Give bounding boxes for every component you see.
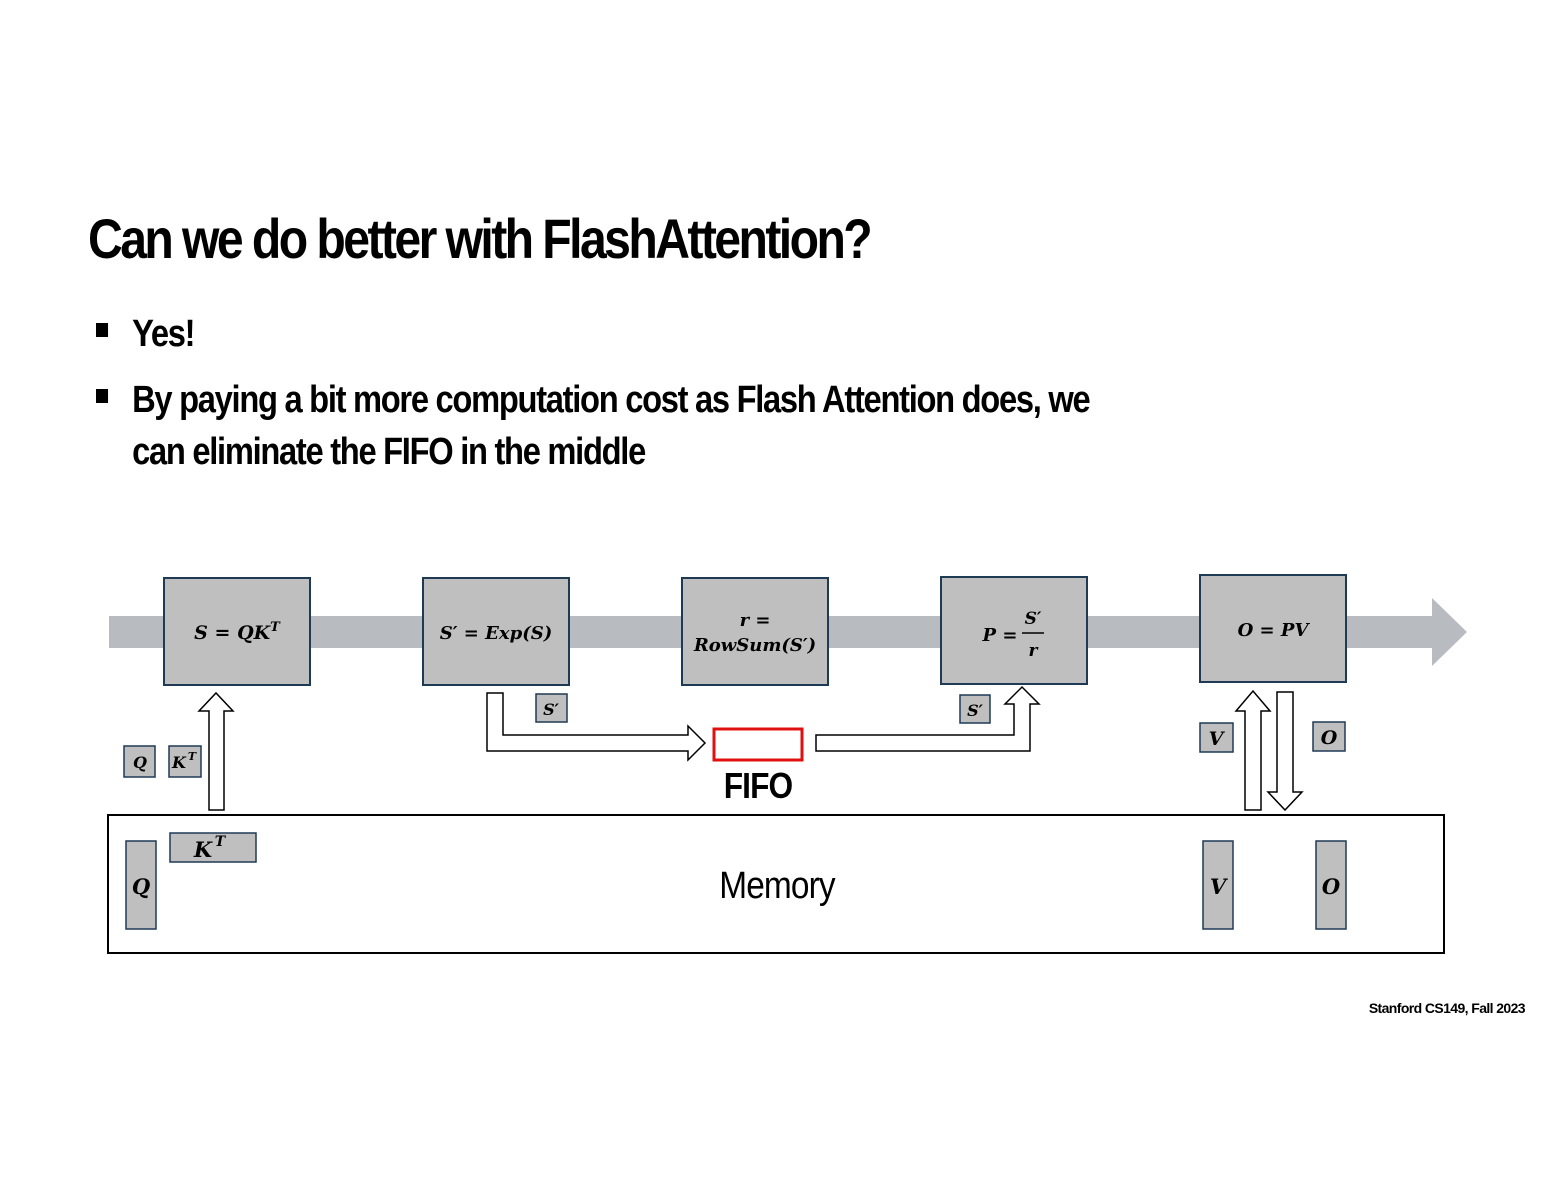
- stage-normalize-numerator: S′: [1025, 609, 1042, 629]
- fifo-buffer: [712, 727, 804, 762]
- memory-label: Memory: [719, 864, 835, 906]
- svg-text:S′: S′: [967, 701, 984, 720]
- bullet-text: Yes!: [132, 313, 195, 355]
- svg-text:V: V: [1210, 874, 1229, 899]
- memory-o: O: [1315, 840, 1347, 930]
- bullet-item: By paying a bit more computation cost as…: [96, 374, 1104, 478]
- stage-qk-sup: T: [270, 620, 281, 635]
- stage-exp-eq: =: [464, 623, 479, 644]
- stage-qk-eq: =: [215, 622, 231, 644]
- stage-normalize-lhs: P =: [982, 625, 1018, 646]
- memory-q: Q: [125, 840, 157, 930]
- svg-text:S′ = Exp(S): S′ = Exp(S): [440, 623, 552, 644]
- svg-text:Q: Q: [132, 874, 150, 899]
- stage-pv-lhs: O: [1238, 620, 1254, 641]
- svg-text:T: T: [188, 750, 197, 763]
- memory-v: V: [1202, 840, 1234, 930]
- tile-o-small: O: [1312, 721, 1346, 752]
- tile-s-prime-in: S′: [959, 694, 991, 724]
- stage-normalize: P = S′ r: [940, 576, 1088, 685]
- tile-s-prime-out: S′: [535, 693, 568, 723]
- from-fifo-arrow-icon: [815, 685, 1041, 752]
- svg-text:K: K: [171, 753, 187, 772]
- svg-text:K: K: [193, 837, 213, 862]
- footer-course-label: Stanford CS149, Fall 2023: [1368, 1000, 1526, 1016]
- stage-exp: S′ = Exp(S): [422, 577, 570, 686]
- bullet-list: Yes! By paying a bit more computation co…: [96, 308, 1296, 492]
- stage-qk-lhs: S: [194, 622, 208, 644]
- svg-text:O = PV: O = PV: [1238, 620, 1311, 641]
- pipeline-arrowhead-icon: [1432, 598, 1467, 666]
- tile-q-small: Q: [123, 745, 156, 778]
- tile-v-small: V: [1199, 722, 1234, 753]
- bullet-square-icon: [96, 323, 109, 337]
- stage-exp-lhs: S′: [440, 623, 458, 644]
- memory-block: Memory Q K T V O: [107, 814, 1445, 954]
- memory-kt: K T: [169, 832, 257, 863]
- tile-kt-small: K T: [168, 745, 202, 778]
- bullet-text: By paying a bit more computation cost as…: [132, 379, 1091, 473]
- bullet-item: Yes!: [96, 308, 1128, 360]
- slide-title: Can we do better with FlashAttention?: [88, 207, 873, 270]
- svg-text:S′: S′: [543, 700, 560, 719]
- stage-qk: S = QKT: [163, 577, 311, 686]
- stage-rowsum: r = RowSum(S′): [681, 577, 829, 686]
- o-down-arrow-icon: [1266, 691, 1304, 812]
- svg-text:O: O: [1322, 874, 1341, 899]
- to-fifo-arrow-icon: [486, 692, 707, 762]
- stage-pv: O = PV: [1199, 574, 1347, 683]
- svg-text:Q: Q: [133, 753, 147, 772]
- bullet-square-icon: [96, 389, 109, 403]
- stage-exp-rhs: Exp(S): [484, 623, 552, 644]
- svg-text:O: O: [1321, 727, 1338, 749]
- stage-qk-rhs: QK: [237, 622, 272, 644]
- stage-normalize-denominator: r: [1029, 641, 1039, 661]
- stage-pv-eq: =: [1260, 620, 1275, 641]
- svg-text:T: T: [215, 834, 227, 850]
- svg-text:S = QKT: S = QKT: [194, 620, 281, 644]
- stage-rowsum-line1: r =: [740, 610, 771, 631]
- up-arrow-icon: [197, 691, 235, 811]
- svg-text:V: V: [1209, 728, 1226, 750]
- stage-rowsum-line2: RowSum(S′): [693, 635, 816, 656]
- stage-pv-rhs: PV: [1280, 620, 1311, 641]
- v-up-arrow-icon: [1234, 689, 1272, 811]
- fifo-label: FIFO: [724, 766, 793, 806]
